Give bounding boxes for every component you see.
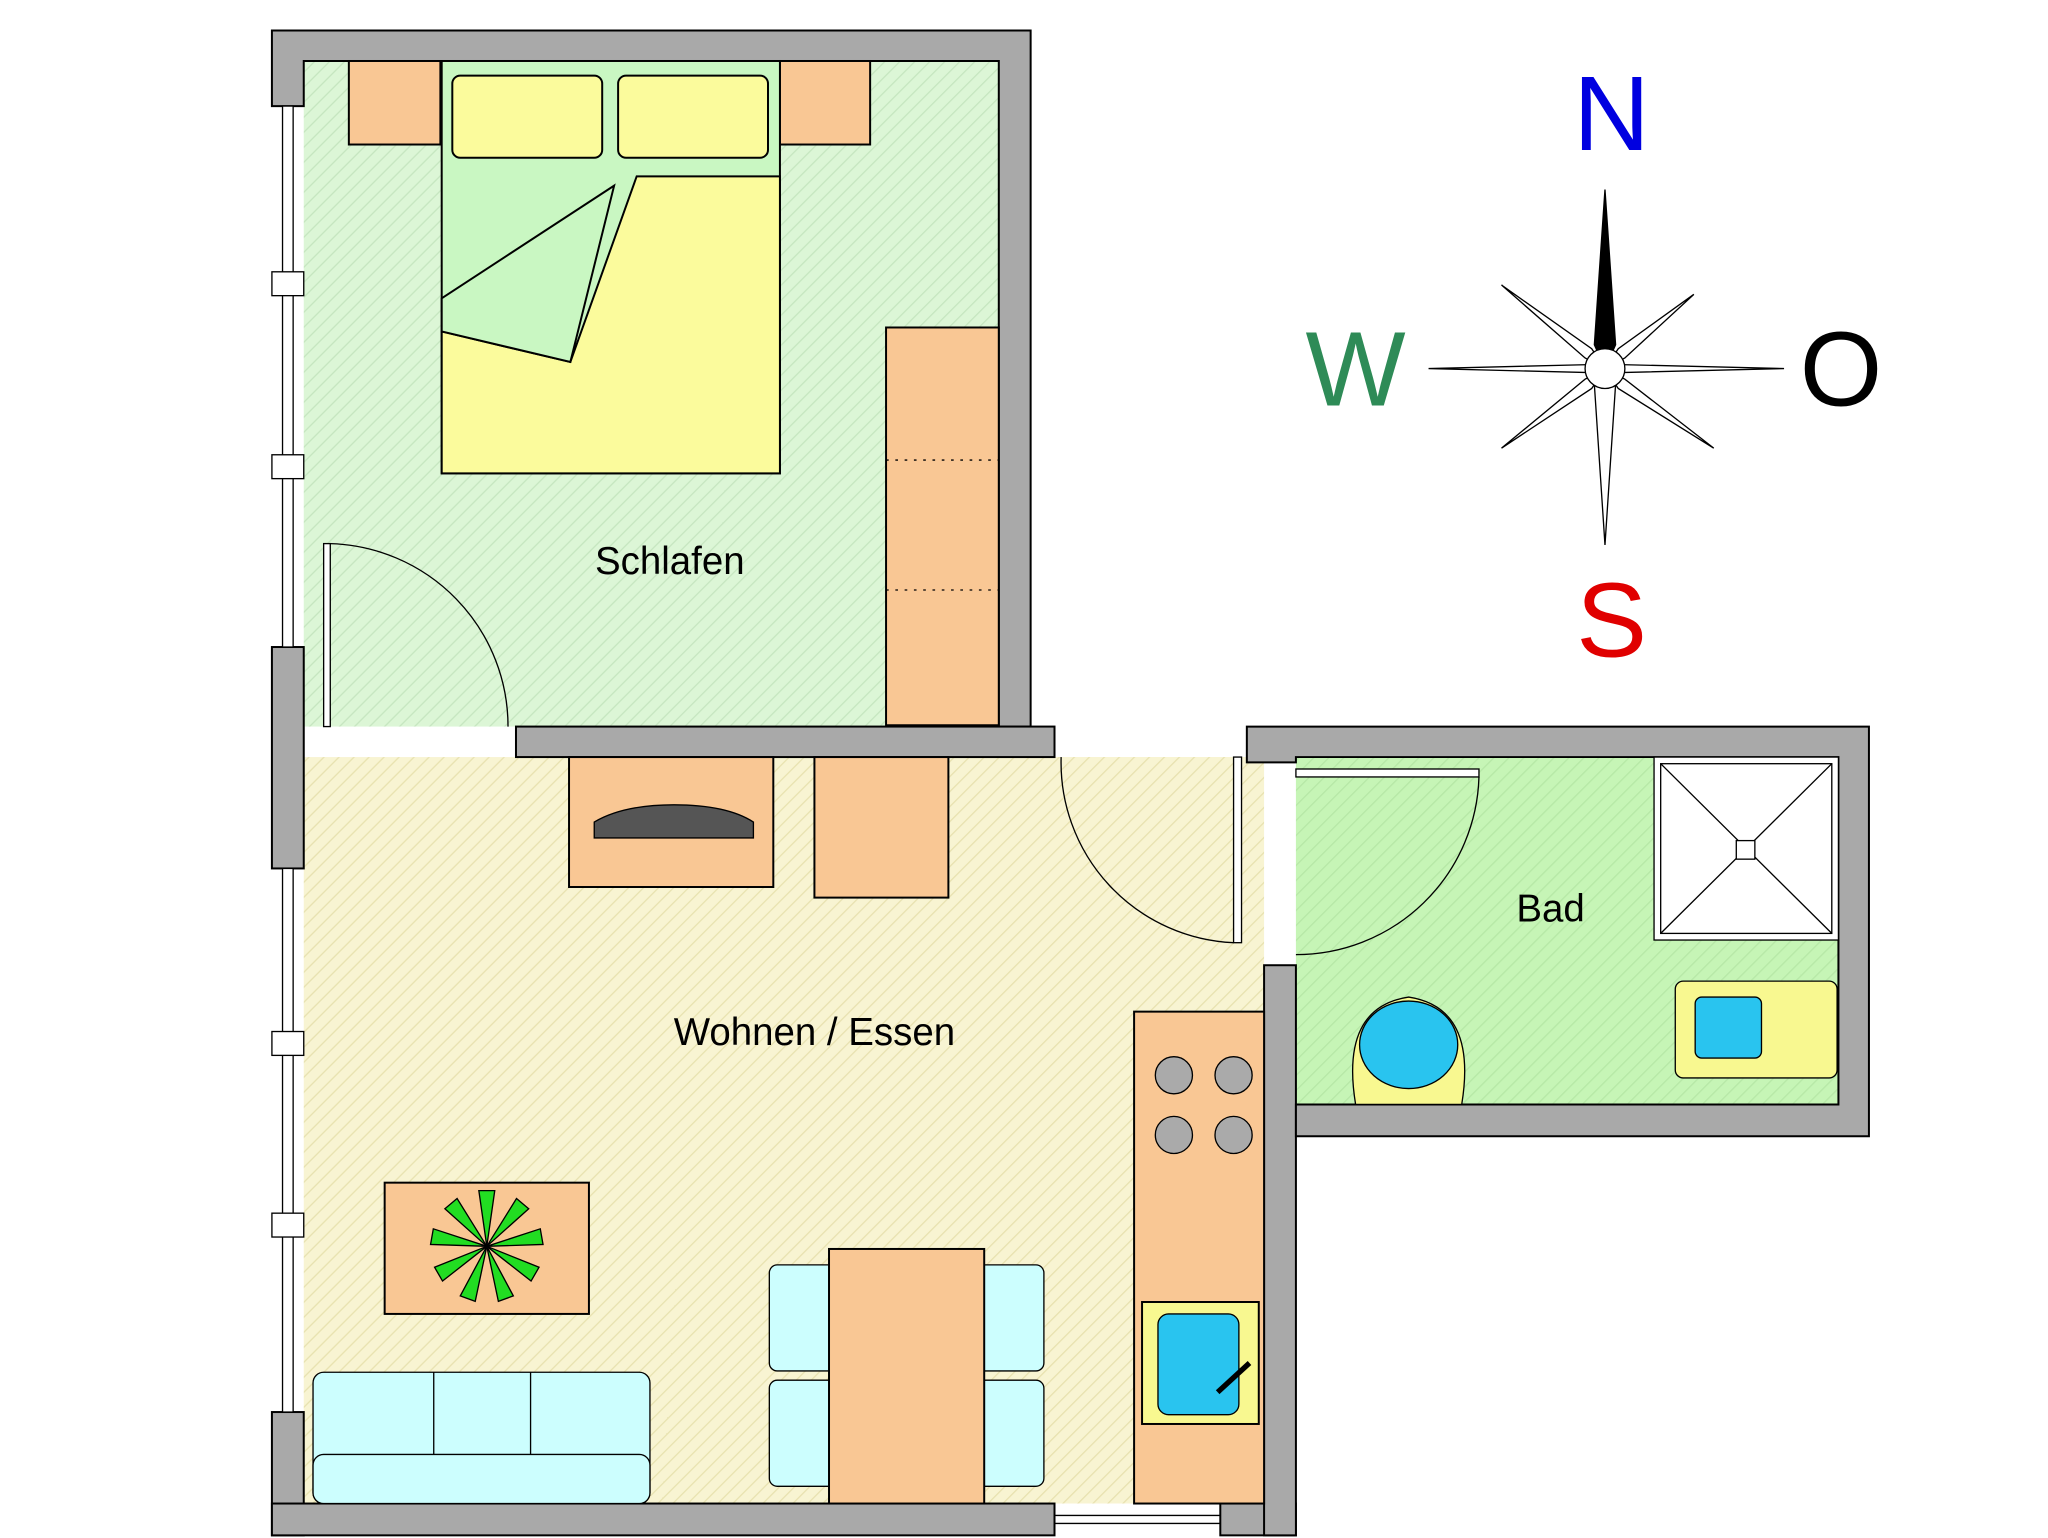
- compass-east: O: [1800, 311, 1883, 429]
- living-furniture: [312, 756, 1266, 1505]
- room-label-living: Wohnen / Essen: [674, 1011, 955, 1054]
- sink-icon: [1157, 1313, 1240, 1416]
- bath-furniture: [1352, 756, 1840, 1106]
- sofa: [312, 1371, 651, 1505]
- bedroom-furniture: [347, 59, 1000, 727]
- stove-icon: [1154, 1056, 1253, 1155]
- compass-north: N: [1573, 55, 1650, 173]
- compass-south: S: [1576, 561, 1647, 679]
- doors: [322, 542, 1480, 956]
- tv-icon: [593, 804, 755, 839]
- washbasin-icon: [1358, 1000, 1459, 1090]
- compass-rose-icon: [1428, 189, 1785, 545]
- compass-west: W: [1306, 311, 1406, 429]
- toilet-icon: [1694, 996, 1763, 1059]
- plant-icon: [429, 1189, 544, 1303]
- room-label-bedroom: Schlafen: [595, 540, 745, 583]
- hall-floor: [1054, 757, 1247, 943]
- room-label-bath: Bad: [1516, 887, 1584, 930]
- windows: [271, 105, 1221, 1525]
- dining-table: [828, 1247, 986, 1505]
